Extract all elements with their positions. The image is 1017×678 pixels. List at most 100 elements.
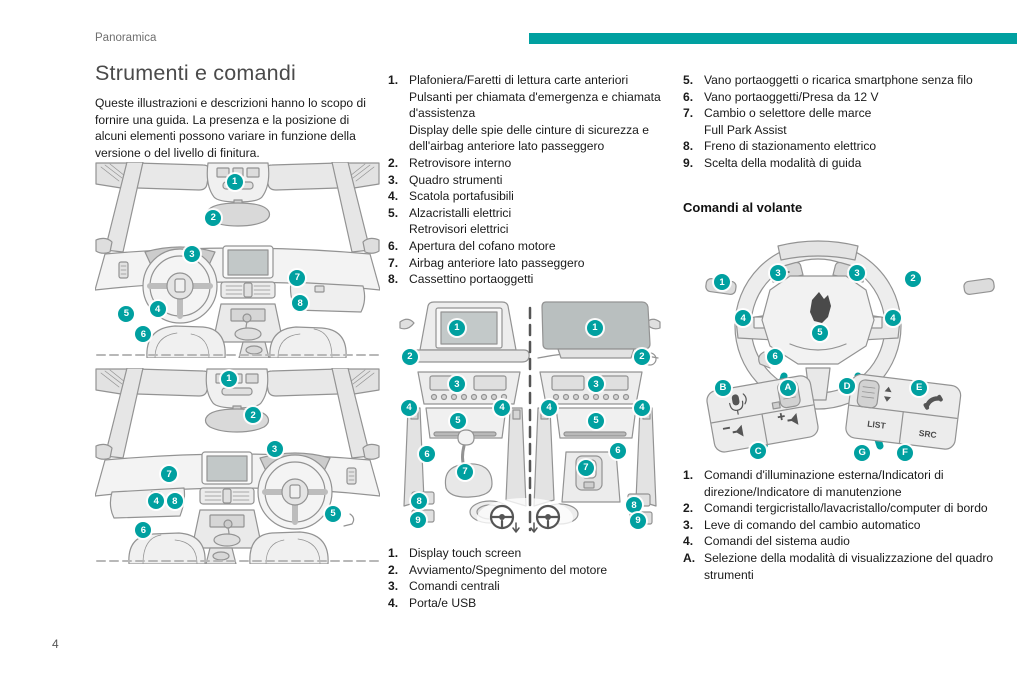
callout-8: 8 xyxy=(411,493,428,510)
list-item: 6. Apertura del cofano motore xyxy=(388,238,676,255)
list-item-number: 7. xyxy=(388,255,399,270)
callout-1: 1 xyxy=(714,274,730,291)
callout-4: 4 xyxy=(884,310,901,327)
list-button-label: LIST xyxy=(867,419,887,431)
page-title: Strumenti e comandi xyxy=(95,61,296,85)
callout-8: 8 xyxy=(292,295,309,312)
scroll-up-down-icon xyxy=(883,386,892,402)
callout-6: 6 xyxy=(767,348,784,365)
list-item-text: Selezione della modalità di visualizzazi… xyxy=(704,550,994,582)
list-item-text: Comandi centrali xyxy=(409,579,500,594)
callout-4: 4 xyxy=(541,399,557,416)
list-item-text: Leve di comando del cambio automatico xyxy=(704,517,921,532)
list-item: 8. Cassettino portaoggetti xyxy=(388,271,676,288)
callout-3: 3 xyxy=(588,376,604,392)
list-item: 3.Quadro strumenti xyxy=(388,172,676,189)
list-item-text: Display touch screen xyxy=(409,546,522,560)
list-item-number: 9. xyxy=(683,155,694,170)
component-list-dashboard: 1. Plafoniera/Faretti di lettura carte an… xyxy=(388,72,676,288)
callout-1: 1 xyxy=(220,370,237,387)
list-item: 1. Display touch screen xyxy=(388,545,676,562)
dashboard-rhd-drawing xyxy=(95,362,380,570)
callout-7: 7 xyxy=(161,466,178,483)
callout-G: G xyxy=(854,444,871,461)
list-item: 4.Scatola portafusibili xyxy=(388,188,676,205)
list-item: A. Selezione della modalità di visualizza… xyxy=(683,550,997,583)
list-item-text: Porta/e USB xyxy=(409,595,477,610)
list-item-number: 4. xyxy=(683,534,694,549)
list-item-text: Plafoniera/Faretti di lettura carte ante… xyxy=(409,73,661,154)
callout-6: 6 xyxy=(609,442,626,459)
left-column: Strumenti e comandi Queste illustrazioni… xyxy=(95,61,381,161)
callout-2: 2 xyxy=(633,348,650,365)
callout-4: 4 xyxy=(735,310,752,327)
callout-E: E xyxy=(911,379,928,396)
list-item: 1.Comandi d'illuminazione esterna/Indica… xyxy=(683,467,997,500)
list-item: 1. Plafoniera/Faretti di lettura carte an… xyxy=(388,72,676,155)
callout-5: 5 xyxy=(449,412,466,429)
list-item-number: 1. xyxy=(388,546,399,560)
list-item-number: 8. xyxy=(683,139,694,154)
list-item: 4. Porta/e USB xyxy=(388,595,676,612)
list-item-number: 2. xyxy=(388,155,399,170)
volume-up-icon xyxy=(777,412,799,425)
list-item-text: Scatola portafusibili xyxy=(409,189,514,204)
callout-6: 6 xyxy=(419,446,436,463)
callout-4: 4 xyxy=(401,399,418,416)
list-item-text: Apertura del cofano motore xyxy=(409,238,556,253)
list-item-number: 3. xyxy=(683,517,694,532)
volume-down-icon xyxy=(722,424,744,437)
right-hand-drive-icon xyxy=(530,504,561,533)
callout-A: A xyxy=(779,379,796,396)
callout-6: 6 xyxy=(135,522,152,539)
list-item-number: 4. xyxy=(388,595,399,610)
phone-icon xyxy=(923,394,943,410)
list-item: 6.Vano portaoggetti/Presa da 12 V xyxy=(683,89,995,106)
callout-3: 3 xyxy=(183,246,200,263)
list-item-number: 1. xyxy=(388,73,399,87)
callout-9: 9 xyxy=(629,512,646,529)
component-list-steering-wheel: 1.Comandi d'illuminazione esterna/Indica… xyxy=(683,467,997,583)
list-item-text: Comandi del sistema audio xyxy=(704,534,850,549)
peugeot-lion-logo xyxy=(810,292,831,323)
callout-4: 4 xyxy=(149,301,166,317)
list-item-text: Cassettino portaoggetti xyxy=(409,272,534,287)
list-item-number: A. xyxy=(683,550,696,565)
list-item: 9.Scelta della modalità di guida xyxy=(683,155,995,172)
list-item: 7.Airbag anteriore lato passeggero xyxy=(388,255,676,272)
callout-5: 5 xyxy=(588,412,604,429)
list-item-number: 5. xyxy=(683,73,694,87)
callout-3: 3 xyxy=(448,376,465,392)
list-item: 4. Comandi del sistema audio xyxy=(683,533,997,550)
callout-C: C xyxy=(750,443,767,460)
list-item: 3. Leve di comando del cambio automatico xyxy=(683,517,997,534)
steering-wheel-drawing: LIST SRC xyxy=(705,240,995,453)
callout-2: 2 xyxy=(245,407,262,424)
callout-7: 7 xyxy=(289,269,306,286)
callout-4: 4 xyxy=(633,399,650,416)
callout-7: 7 xyxy=(457,463,474,480)
list-item-number: 6. xyxy=(388,238,399,253)
center-console-drawing xyxy=(399,301,661,538)
callout-5: 5 xyxy=(118,305,135,322)
list-item-text: Comandi d'illuminazione esterna/Indicato… xyxy=(704,468,944,499)
list-item-number: 8. xyxy=(388,272,399,287)
list-item-text: Comandi tergicristallo/lavacristallo/com… xyxy=(704,501,988,516)
accent-bar xyxy=(529,33,1017,44)
callout-3: 3 xyxy=(770,265,786,282)
right-control-pod: LIST SRC xyxy=(845,373,962,450)
list-item-text: Quadro strumenti xyxy=(409,172,503,187)
list-item-text: Retrovisore interno xyxy=(409,155,512,170)
component-list-dashboard-continued: 5. Vano portaoggetti o ricarica smartphon… xyxy=(683,72,995,172)
callout-8: 8 xyxy=(626,497,643,514)
list-item-text: Vano portaoggetti o ricarica smartphone … xyxy=(704,73,973,87)
callout-4: 4 xyxy=(494,399,511,416)
src-button-label: SRC xyxy=(918,428,937,440)
